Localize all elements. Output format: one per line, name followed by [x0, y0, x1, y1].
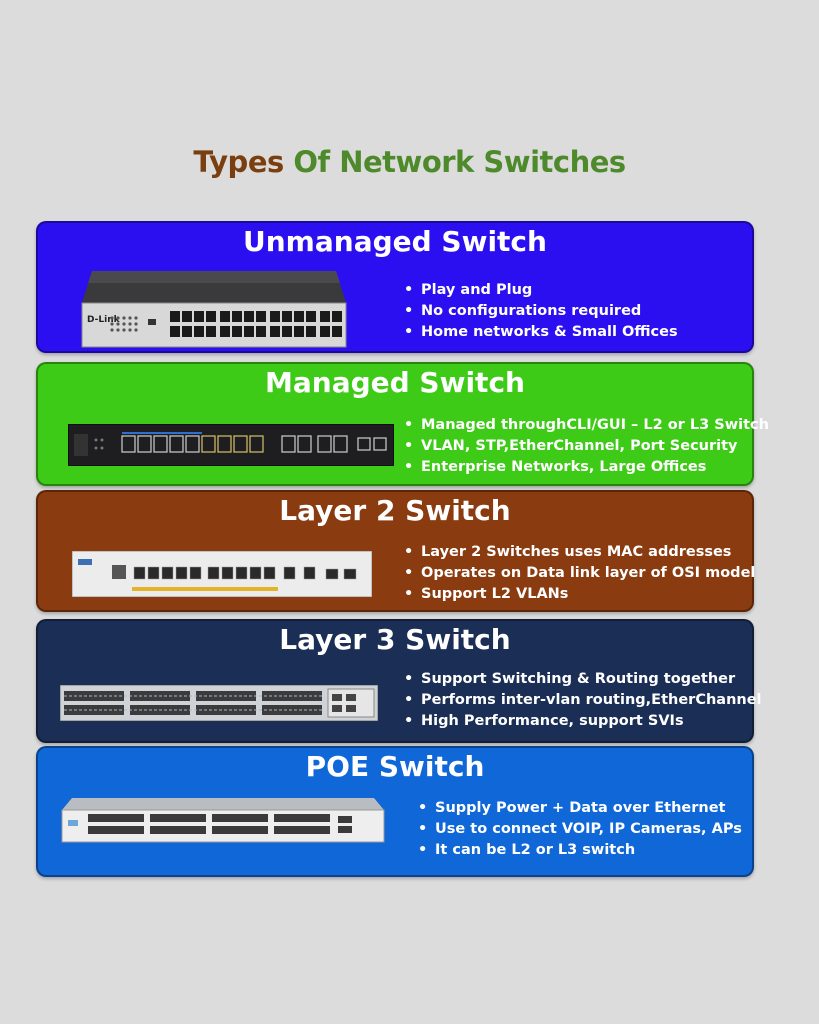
bullet-list: Layer 2 Switches uses MAC addresses Oper…	[404, 542, 755, 605]
card-title: POE Switch	[305, 750, 485, 783]
unmanaged-switch-image: D-Link	[81, 271, 347, 348]
bullet-item: Home networks & Small Offices	[404, 322, 678, 343]
bullet-list: Play and Plug No configurations required…	[404, 280, 678, 343]
bullet-item: No configurations required	[404, 301, 678, 322]
bullet-list: Supply Power + Data over Ethernet Use to…	[418, 798, 742, 861]
bullet-item: Use to connect VOIP, IP Cameras, APs	[418, 819, 742, 840]
layer2-switch-card: Layer 2 Switch Layer 2 Switches uses MAC…	[36, 490, 755, 612]
managed-switch-card: Managed Switch Managed throughCLI/GUI – …	[36, 362, 769, 486]
card-title: Managed Switch	[265, 366, 525, 399]
bullet-item: Play and Plug	[404, 280, 678, 301]
managed-switch-image	[68, 424, 394, 466]
card-title: Unmanaged Switch	[243, 225, 547, 258]
device-brand-label: D-Link	[87, 315, 121, 325]
bullet-item: Support Switching & Routing together	[404, 669, 762, 690]
bullet-item: High Performance, support SVIs	[404, 711, 762, 732]
bullet-item: Performs inter-vlan routing,EtherChannel	[404, 690, 762, 711]
title-part-2: Of Network Switches	[293, 145, 626, 179]
bullet-item: Supply Power + Data over Ethernet	[418, 798, 742, 819]
bullet-item: Support L2 VLANs	[404, 584, 755, 605]
title-part-1: Types	[193, 145, 284, 179]
card-title: Layer 3 Switch	[279, 623, 511, 656]
unmanaged-switch-card: Unmanaged Switch D-Link Play and Plug No…	[36, 221, 754, 353]
bullet-item: Enterprise Networks, Large Offices	[404, 457, 769, 478]
bullet-item: Managed throughCLI/GUI – L2 or L3 Switch	[404, 415, 769, 436]
layer3-switch-card: Layer 3 Switch Support Switching & Routi…	[36, 619, 762, 743]
poe-switch-card: POE Switch Supply Power + Data over Ethe…	[36, 746, 754, 877]
bullet-item: It can be L2 or L3 switch	[418, 840, 742, 861]
page-title: Types Of Network Switches	[0, 145, 819, 179]
card-title: Layer 2 Switch	[279, 494, 511, 527]
bullet-item: VLAN, STP,EtherChannel, Port Security	[404, 436, 769, 457]
poe-switch-image	[61, 798, 385, 843]
bullet-list: Managed throughCLI/GUI – L2 or L3 Switch…	[404, 415, 769, 478]
bullet-item: Layer 2 Switches uses MAC addresses	[404, 542, 755, 563]
layer2-switch-image	[72, 551, 372, 597]
layer3-switch-image	[60, 685, 378, 721]
bullet-list: Support Switching & Routing together Per…	[404, 669, 762, 732]
bullet-item: Operates on Data link layer of OSI model	[404, 563, 755, 584]
